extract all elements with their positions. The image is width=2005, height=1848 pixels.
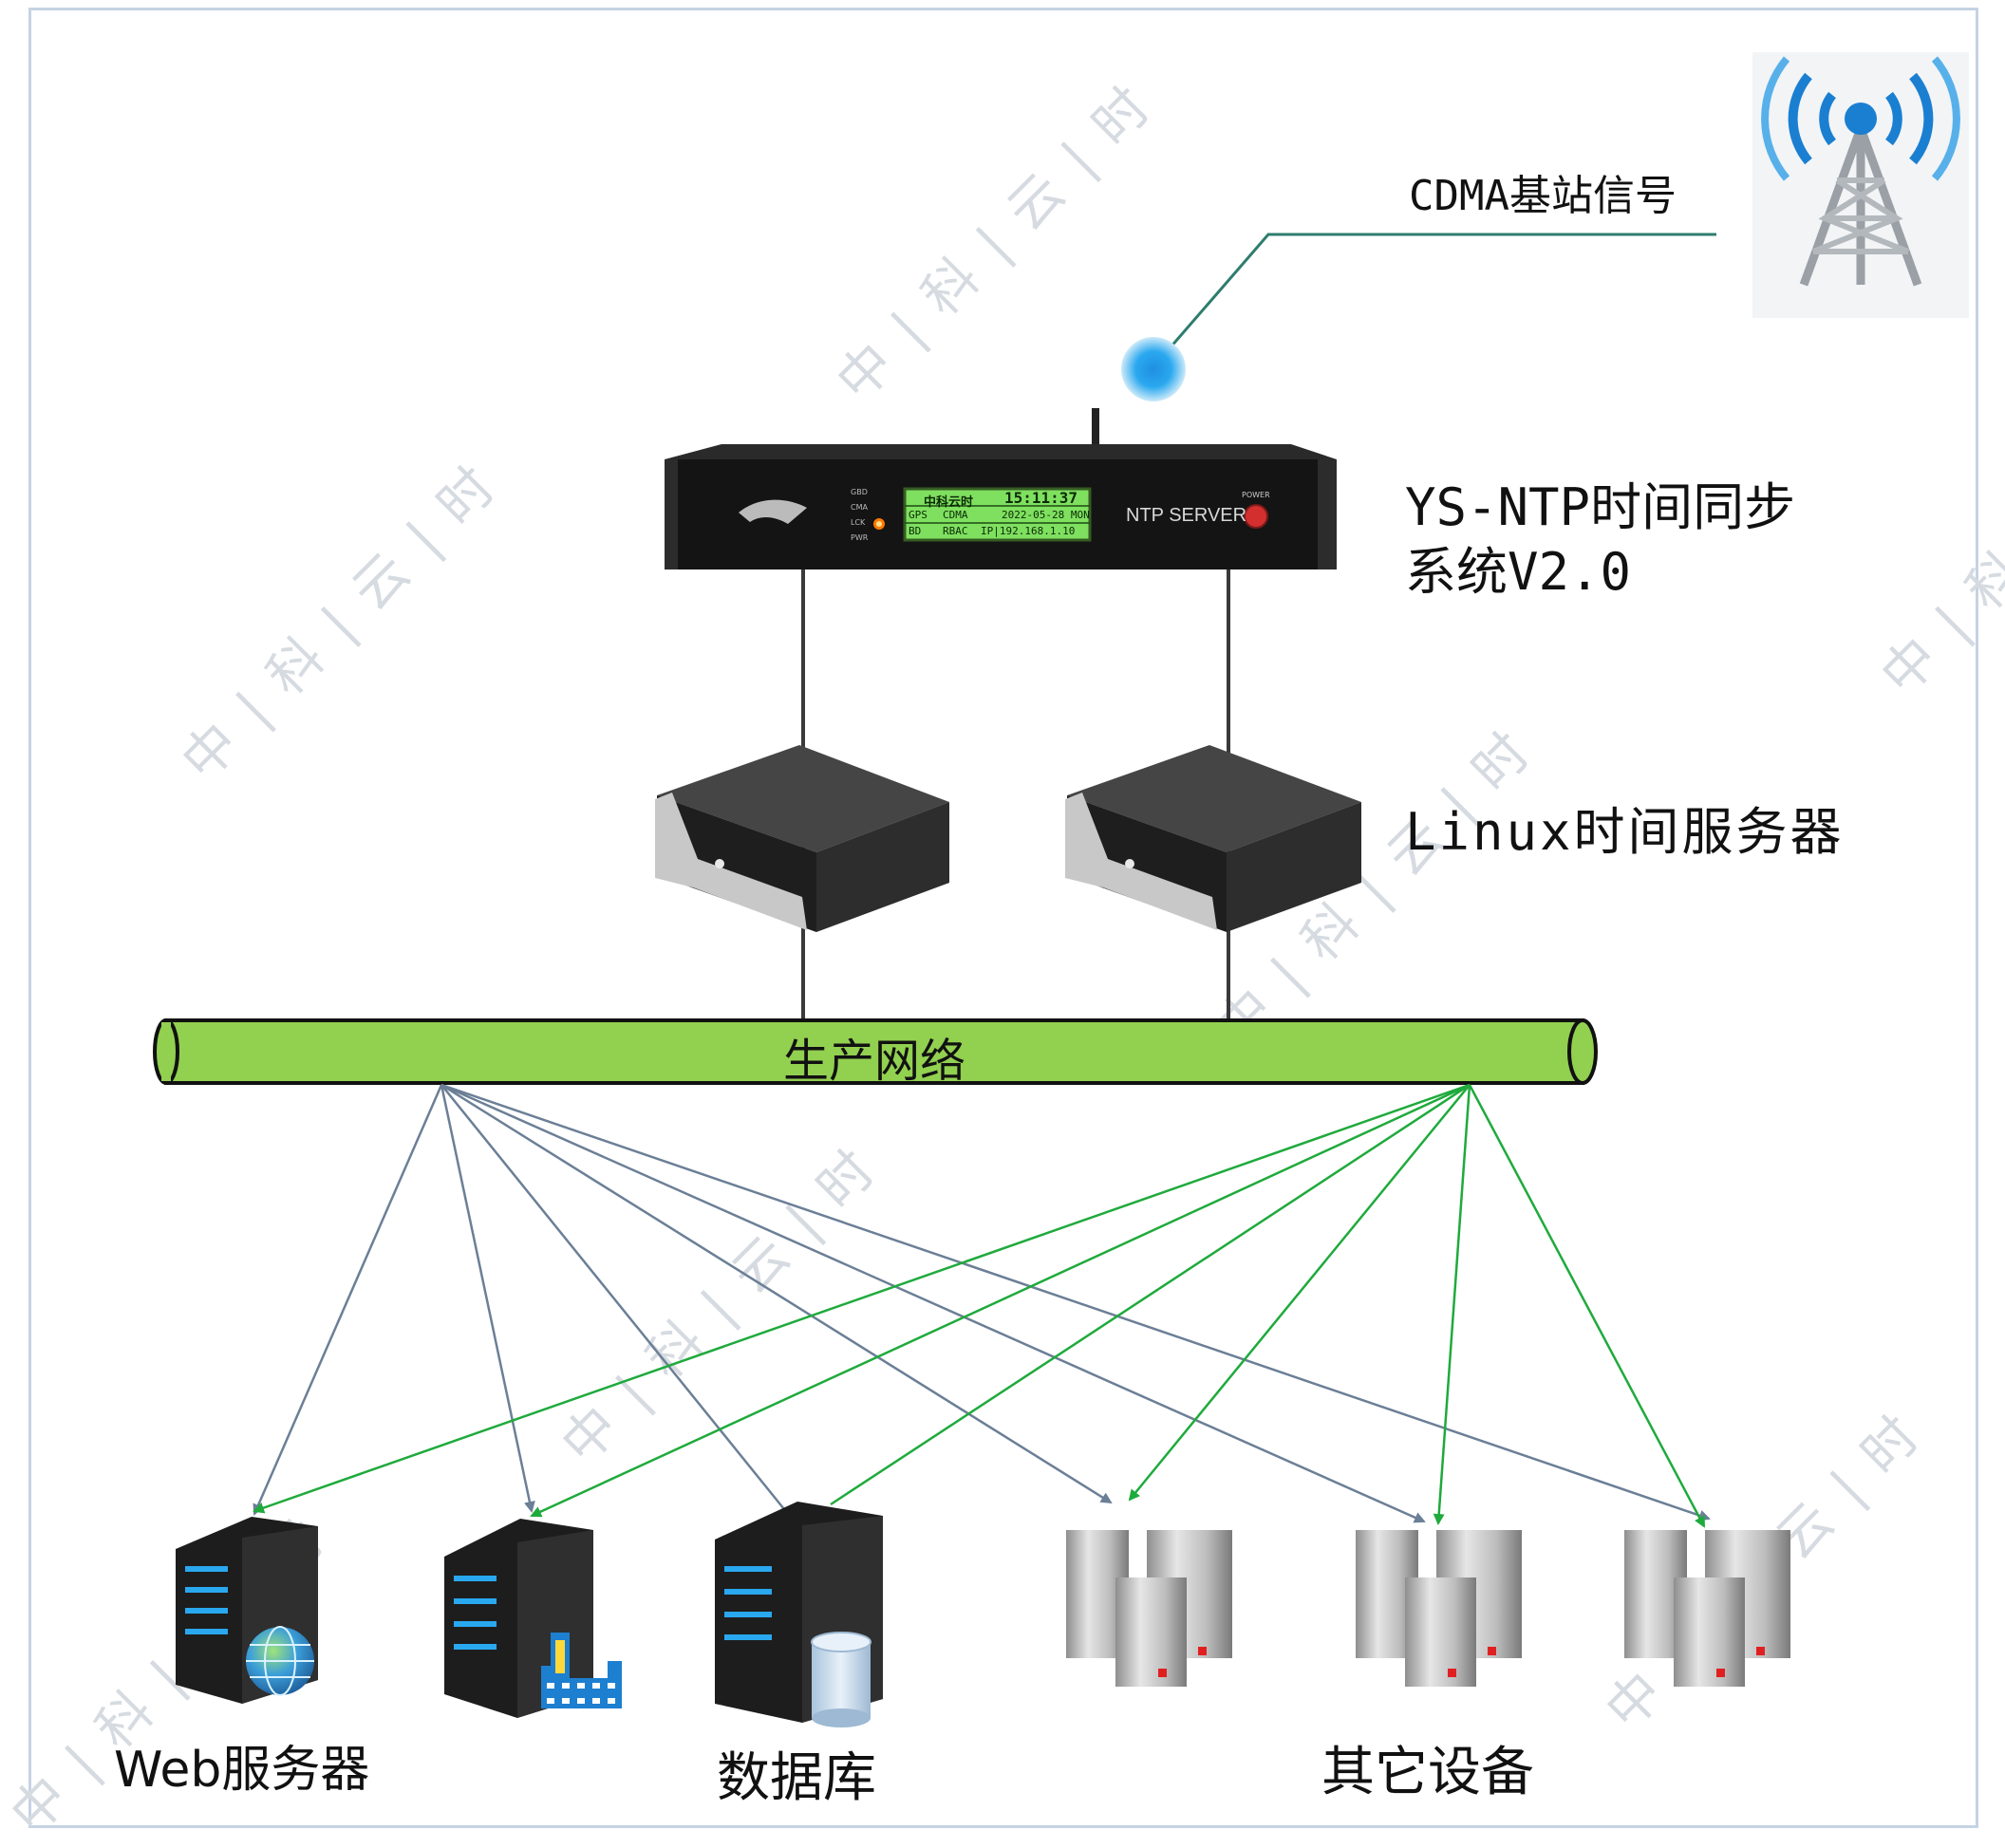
server-cluster-icon [1624,1530,1790,1687]
ntp-system-title-line2: 系统V2.0 [1405,542,1632,602]
lcd-brand: 中科云时 [924,495,974,510]
lcd-row3-left: BD [909,525,922,537]
indicator-label: PWR [851,533,869,542]
database-cylinder-icon [811,1632,871,1727]
web-server-label: Web服务器 [114,1742,370,1799]
signal-tower-icon [1752,52,1969,318]
diagram-frame [28,8,1978,1828]
server-cluster-icon [1356,1530,1522,1687]
links-gray [253,1083,1711,1523]
linux-server-icon [655,745,949,932]
links-green [253,1083,1706,1528]
indicator-label: GBD [851,488,868,496]
signal-dot-icon [1121,337,1186,401]
antenna [1092,408,1099,451]
server-cluster-icon [1066,1530,1232,1687]
lcd-date: 2022-05-28 MON [1002,509,1090,521]
network-label: 生产网络 [783,1035,966,1088]
film-icon [541,1633,622,1708]
globe-icon [246,1626,314,1696]
signal-link [1168,233,1716,349]
device-front-text: NTP SERVER [1126,505,1247,526]
lcd-row2-mid: CDMA [943,509,968,521]
indicator-label: LCK [851,518,866,527]
database-label: 数据库 [717,1747,876,1809]
device-power-text: POWER [1242,491,1270,499]
ntp-system-title-line1: YS-NTP时间同步 [1405,477,1796,537]
linux-server-label: Linux时间服务器 [1405,802,1845,862]
ntp-server-device [665,444,1337,569]
lcd-time: 15:11:37 [1004,489,1078,507]
linux-server-icon [1065,745,1361,932]
other-devices-label: 其它设备 [1321,1742,1534,1803]
lcd-ip: IP|192.168.1.10 [981,525,1076,537]
cdma-label: CDMA基站信号 [1409,172,1677,220]
production-network-pipe [153,1018,1598,1085]
indicator-label: CMA [851,503,868,512]
lcd-row2-left: GPS [909,509,928,521]
lcd-row3-mid: RBAC [943,525,968,537]
